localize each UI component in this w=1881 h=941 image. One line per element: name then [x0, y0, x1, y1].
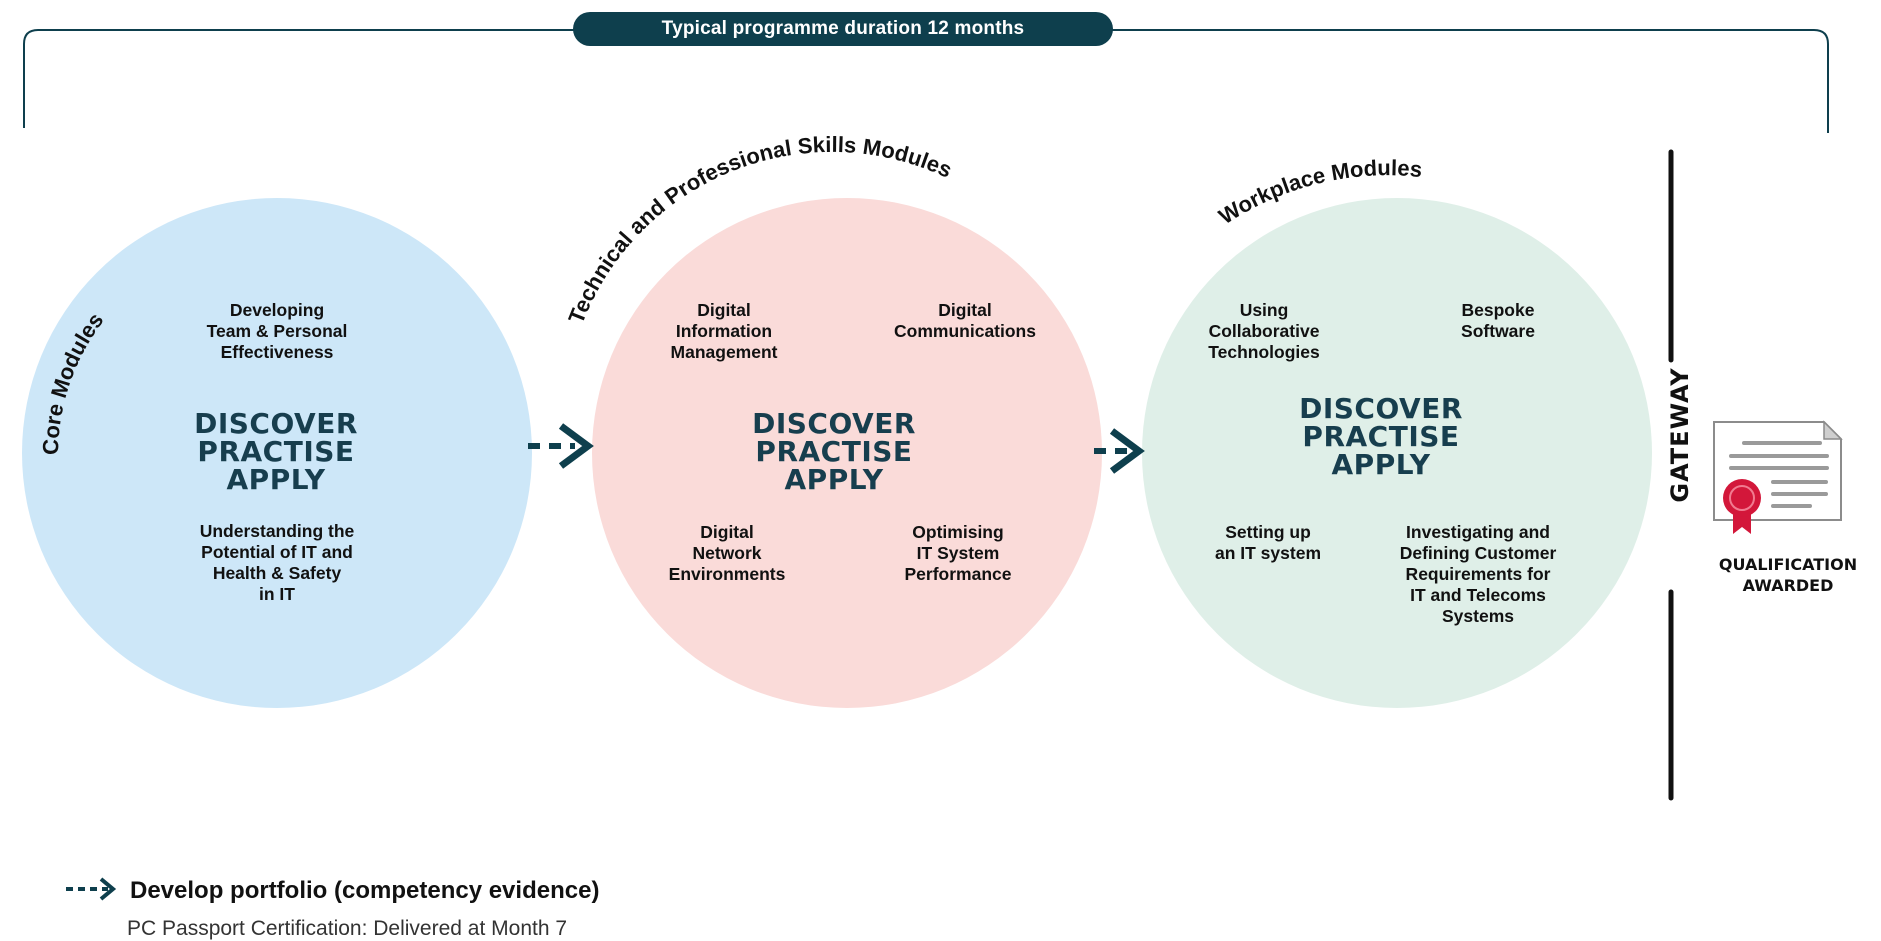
core-modules-circle — [22, 198, 532, 708]
module-developing-team-effectiveness: Developing Team & Personal Effectiveness — [206, 300, 348, 362]
module-understanding-it-potential: Understanding the Potential of IT and He… — [199, 521, 355, 604]
practise-label: PRACTISE — [1302, 420, 1460, 453]
module-digital-communications: Digital Communications — [894, 300, 1036, 341]
apply-label: APPLY — [1331, 448, 1431, 481]
practise-label: PRACTISE — [197, 435, 355, 468]
module-using-collaborative-technologies: Using Collaborative Technologies — [1208, 300, 1320, 362]
qualification-awarded-label: QUALIFICATION AWARDED — [1718, 555, 1858, 595]
programme-duration-badge: Typical programme duration 12 months — [573, 12, 1113, 46]
discover-label: DISCOVER — [752, 407, 916, 440]
discover-practise-apply-technical: DISCOVER PRACTISE APPLY — [752, 410, 916, 494]
legend-label: Develop portfolio (competency evidence) — [130, 877, 600, 904]
dashed-arrow-icon — [1094, 428, 1145, 474]
workplace-modules-circle — [1142, 198, 1652, 708]
apply-label: APPLY — [784, 463, 884, 496]
module-setting-up-it-system: Setting up an IT system — [1214, 522, 1322, 563]
discover-label: DISCOVER — [194, 407, 358, 440]
module-digital-information-management: Digital Information Management — [670, 300, 778, 362]
dashed-arrow-icon — [528, 423, 594, 469]
module-bespoke-software: Bespoke Software — [1461, 300, 1535, 341]
module-digital-network-environments: Digital Network Environments — [668, 522, 786, 584]
apply-label: APPLY — [226, 463, 326, 496]
discover-label: DISCOVER — [1299, 392, 1463, 425]
discover-practise-apply-core: DISCOVER PRACTISE APPLY — [194, 410, 358, 494]
module-optimising-it-system-performance: Optimising IT System Performance — [904, 522, 1012, 584]
legend-note: PC Passport Certification: Delivered at … — [127, 917, 568, 940]
module-investigating-customer-requirements: Investigating and Defining Customer Requ… — [1399, 522, 1557, 626]
technical-skills-circle — [592, 198, 1102, 708]
practise-label: PRACTISE — [755, 435, 913, 468]
discover-practise-apply-workplace: DISCOVER PRACTISE APPLY — [1299, 395, 1463, 479]
